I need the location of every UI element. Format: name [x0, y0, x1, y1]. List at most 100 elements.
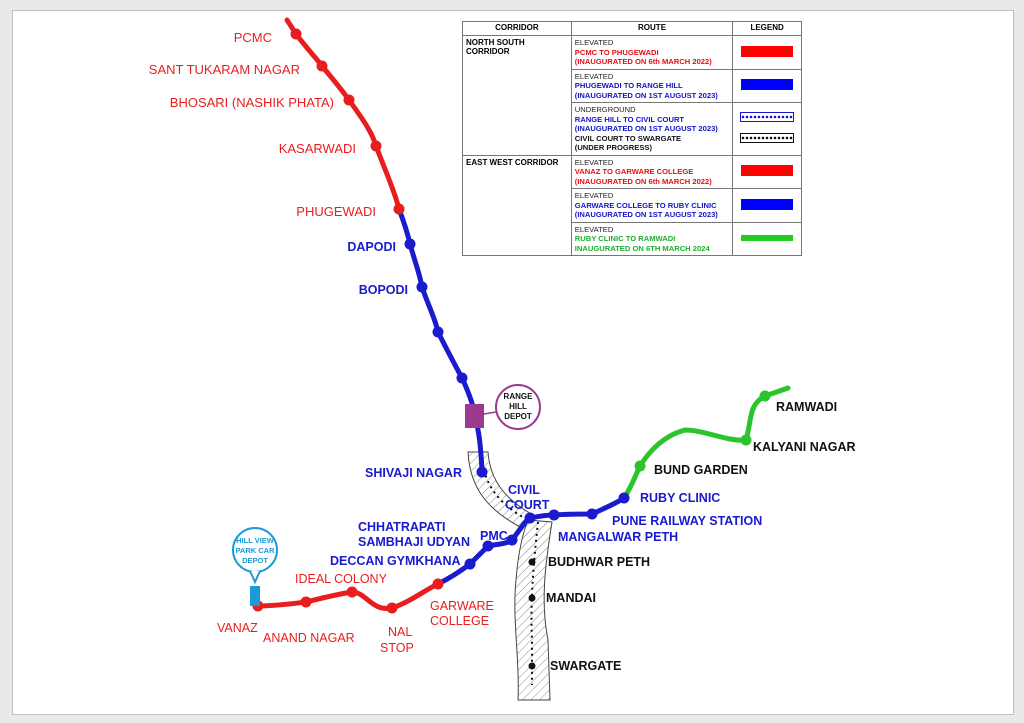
legend-route-ew-1-type: ELEVATED [574, 157, 614, 167]
station-marker-kasarwadi[interactable] [370, 140, 382, 152]
range-hill-depot-label-2: HILL [509, 402, 527, 411]
station-marker-mangalwar-peth[interactable] [548, 509, 560, 521]
label-vanaz: VANAZ [217, 621, 258, 635]
label-kasarwadi: KASARWADI [279, 141, 356, 156]
station-marker-bopodi[interactable] [416, 281, 428, 293]
legend-route-ns-2-date: (INAUGURATED ON 1ST AUGUST 2023) [574, 90, 718, 100]
station-marker-ns-2[interactable] [456, 372, 468, 384]
station-marker-ns-1[interactable] [432, 326, 444, 338]
hill-view-depot-label-3: DEPOT [242, 556, 268, 565]
label-sambhaji-udyan-1: CHHATRAPATI [358, 520, 446, 534]
label-garware-college-1: GARWARE [430, 599, 494, 613]
legend-route-ns-4-name: CIVIL COURT TO SWARGATE [574, 133, 682, 143]
station-marker-ideal-colony[interactable] [346, 586, 358, 598]
range-hill-depot-label-3: DEPOT [504, 412, 532, 421]
legend-swatch-cell-ew-3 [732, 221, 802, 256]
legend-route-ew-3: ELEVATED RUBY CLINIC TO RAMWADI INAUGURA… [570, 221, 734, 256]
legend-swatch-green [741, 235, 794, 242]
station-marker-sant-tukaram-nagar[interactable] [316, 60, 328, 72]
legend-swatch-underground-blue [740, 112, 795, 123]
station-marker-kalyani-nagar[interactable] [740, 434, 752, 446]
station-marker-budhwar-peth[interactable] [528, 558, 536, 566]
legend-route-ns-1-date: (INAUGURATED ON 6th MARCH 2022) [574, 57, 712, 66]
label-swargate: SWARGATE [550, 659, 621, 673]
legend-row-ns-3: UNDERGROUND RANGE HILL TO CIVIL COURT (I… [463, 102, 802, 156]
legend-route-ns-3: UNDERGROUND RANGE HILL TO CIVIL COURT (I… [570, 102, 734, 156]
legend-route-ew-1-name: VANAZ TO GARWARE COLLEGE [574, 167, 694, 176]
legend-row-ew-3: ELEVATED RUBY CLINIC TO RAMWADI INAUGURA… [463, 221, 802, 256]
legend-route-ns-2: ELEVATED PHUGEWADI TO RANGE HILL (INAUGU… [570, 68, 734, 103]
legend-route-ns-2-type: ELEVATED [574, 71, 614, 81]
legend-route-ns-1: ELEVATED PCMC TO PHUGEWADI (INAUGURATED … [570, 35, 734, 70]
hill-view-depot-block [250, 586, 260, 606]
label-civil-court-1: CIVIL [508, 483, 540, 497]
legend-route-ew-2-name: GARWARE COLLEGE TO RUBY CLINIC [574, 200, 717, 210]
legend-row-ew-2: ELEVATED GARWARE COLLEGE TO RUBY CLINIC … [463, 188, 802, 223]
station-marker-pcmc[interactable] [290, 28, 302, 40]
legend-swatch-red-ew [741, 165, 794, 177]
legend-table: CORRIDOR ROUTE LEGEND NORTH SOUTH CORRID… [462, 21, 802, 256]
legend-route-ns-3-name: RANGE HILL TO CIVIL COURT [574, 114, 685, 124]
line-vanaz-garware-college [255, 581, 441, 611]
label-nal-stop-2: STOP [380, 641, 414, 655]
station-marker-shivaji-nagar[interactable] [476, 466, 488, 478]
legend-swatch-underground-black [740, 133, 795, 144]
label-civil-court-2: COURT [505, 498, 550, 512]
legend-header-route: ROUTE [570, 21, 734, 36]
station-marker-nal-stop[interactable] [386, 602, 398, 614]
label-kalyani-nagar: KALYANI NAGAR [753, 440, 856, 454]
legend-corridor-east-west: EAST WEST CORRIDOR [462, 154, 572, 256]
legend-corridor-north-south: NORTH SOUTH CORRIDOR [462, 35, 572, 156]
legend-route-ew-2: ELEVATED GARWARE COLLEGE TO RUBY CLINIC … [570, 188, 734, 223]
legend-swatch-cell-ns-1 [732, 35, 802, 70]
underground-line-civil-court-swargate [530, 521, 539, 685]
label-shivaji-nagar: SHIVAJI NAGAR [365, 466, 462, 480]
station-marker-dapodi[interactable] [404, 238, 416, 250]
legend-swatch-cell-ew-1 [732, 154, 802, 189]
legend-route-ns-3-date: (INAUGURATED ON 1ST AUGUST 2023) [574, 124, 718, 133]
station-marker-deccan-gymkhana[interactable] [464, 558, 476, 570]
station-marker-ramwadi[interactable] [759, 390, 771, 402]
station-marker-garware-college[interactable] [432, 578, 444, 590]
station-marker-pmc[interactable] [506, 534, 518, 546]
label-pmc: PMC [480, 529, 508, 543]
label-bhosari: BHOSARI (NASHIK PHATA) [170, 95, 334, 110]
station-marker-phugewadi[interactable] [393, 203, 405, 215]
label-sambhaji-udyan-2: SAMBHAJI UDYAN [358, 535, 470, 549]
label-phugewadi: PHUGEWADI [296, 204, 376, 219]
underground-tunnel-civil-court-swargate [514, 519, 553, 701]
hill-view-depot-label-2: PARK CAR [235, 546, 275, 555]
legend-route-ew-2-date: (INAUGURATED ON 1ST AUGUST 2023) [574, 210, 718, 219]
range-hill-depot-block [465, 404, 484, 428]
station-marker-mandai[interactable] [528, 594, 536, 602]
station-marker-swargate[interactable] [528, 662, 536, 670]
station-markers [252, 28, 771, 670]
station-marker-ruby-clinic[interactable] [618, 492, 630, 504]
line-ruby-clinic-ramwadi [621, 385, 791, 501]
station-marker-sambhaji-udyan[interactable] [482, 540, 494, 552]
legend-route-ns-2-name: PHUGEWADI TO RANGE HILL [574, 81, 683, 90]
legend-header-legend: LEGEND [732, 21, 802, 36]
legend-swatch-blue [741, 79, 794, 91]
station-marker-bund-garden[interactable] [634, 460, 646, 472]
legend-swatch-red [741, 45, 794, 57]
label-ideal-colony: IDEAL COLONY [295, 572, 388, 586]
legend-swatch-cell-ew-2 [732, 188, 802, 223]
label-dapodi: DAPODI [347, 240, 396, 254]
station-marker-bhosari[interactable] [343, 94, 355, 106]
range-hill-depot-bubble [495, 384, 541, 430]
label-budhwar-peth: BUDHWAR PETH [548, 555, 650, 569]
label-sant-tukaram-nagar: SANT TUKARAM NAGAR [149, 62, 300, 77]
station-marker-pune-railway-station[interactable] [586, 508, 598, 520]
legend-route-ns-1-name: PCMC TO PHUGEWADI [574, 47, 659, 57]
station-marker-civil-court[interactable] [524, 512, 536, 524]
legend-route-ew-3-date: INAUGURATED ON 6TH MARCH 2024 [574, 243, 710, 253]
label-mangalwar-peth: MANGALWAR PETH [558, 530, 678, 544]
legend-route-ns-3-type: UNDERGROUND [574, 105, 636, 114]
legend-header-corridor: CORRIDOR [462, 21, 572, 36]
legend-swatch-cell-ns-2 [732, 68, 802, 103]
station-marker-anand-nagar[interactable] [300, 596, 312, 608]
label-deccan-gymkhana: DECCAN GYMKHANA [330, 554, 461, 568]
legend-route-ew-3-name: RUBY CLINIC TO RAMWADI [574, 234, 676, 243]
